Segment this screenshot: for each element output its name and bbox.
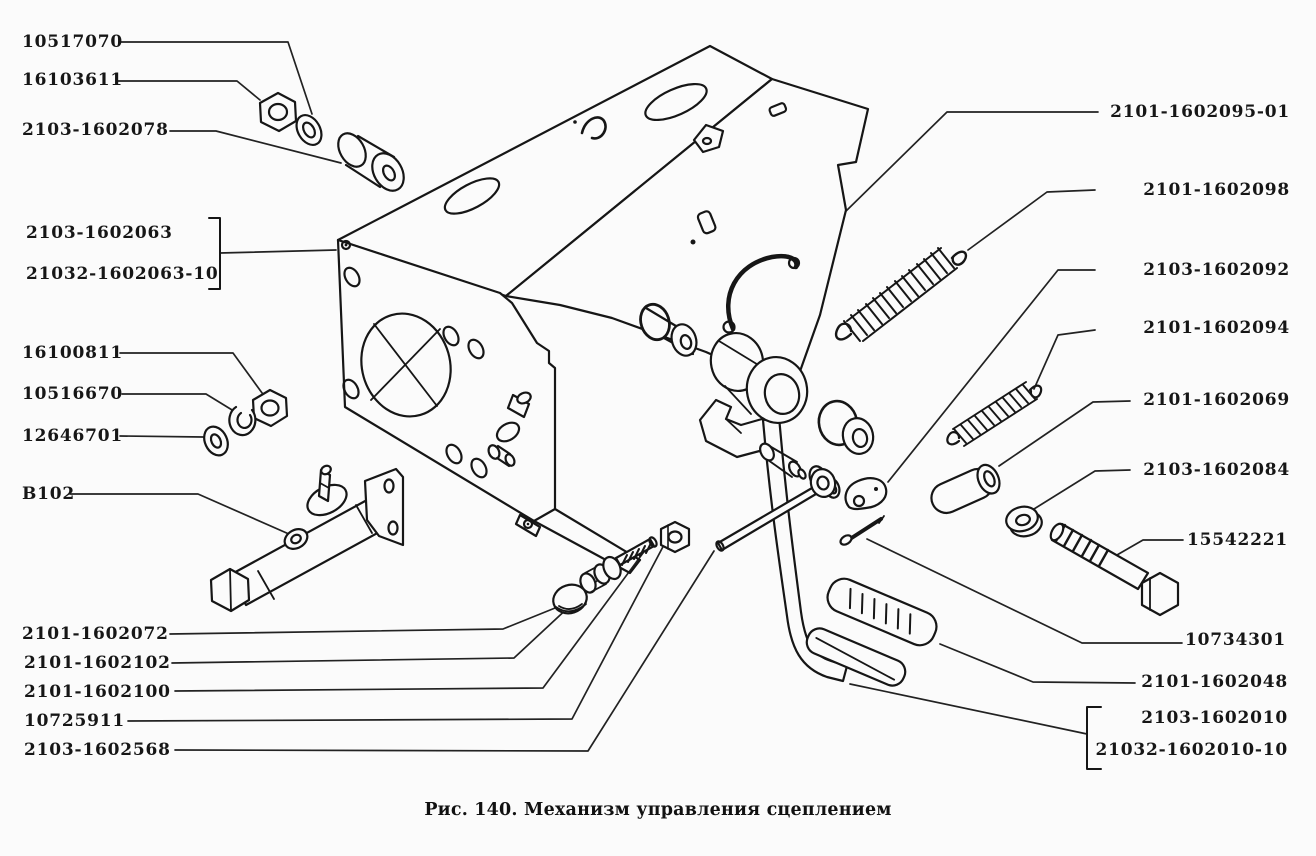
part-label-10734301: 10734301	[1184, 630, 1286, 650]
washer-10517070	[295, 113, 323, 147]
part-label-10516670: 10516670	[22, 384, 124, 404]
part-label-2101-1602102: 2101-1602102	[24, 653, 171, 673]
part-label-2103-1602010: 2103-1602010	[1141, 708, 1288, 728]
part-label-2103-1602078: 2103-1602078	[22, 120, 169, 140]
part-label-10725911: 10725911	[24, 711, 126, 731]
part-label-16100811: 16100811	[22, 343, 124, 363]
nut-10725911	[659, 520, 691, 554]
pivot-bolt-15542221	[1049, 522, 1180, 617]
part-label-21032-1602063-10: 21032-1602063-10	[26, 264, 219, 284]
spring-clip-tab	[692, 123, 725, 154]
part-label-2101-1602048: 2101-1602048	[1141, 672, 1288, 692]
part-label-2103-1602568: 2103-1602568	[24, 740, 171, 760]
pedal-pad-rubber	[826, 577, 938, 647]
bolt-2101-1602100	[614, 536, 658, 567]
label-brace-right	[1086, 706, 1102, 770]
part-label-12646701: 12646701	[22, 426, 124, 446]
servo-spring-hook	[722, 253, 801, 334]
cylinder-mount-hole	[360, 312, 452, 418]
pedal-bracket	[336, 44, 870, 575]
part-label-2101-1602069: 2101-1602069	[1143, 390, 1290, 410]
link-plate	[844, 477, 888, 511]
part-label-16103611: 16103611	[22, 70, 124, 90]
pushrod	[715, 468, 837, 552]
figure-caption: Рис. 140. Механизм управления сцеплением	[424, 800, 892, 820]
pedal-arm	[761, 415, 849, 683]
dome-cap-2101-1602072	[552, 583, 588, 615]
pedal-hub	[709, 332, 809, 424]
pivot-bushing-left	[639, 302, 698, 357]
nut-16100811	[251, 388, 289, 428]
spacer-tube-2101-1602069	[930, 463, 1001, 515]
part-label-15542221: 15542221	[1186, 530, 1288, 550]
part-label-2101-1602100: 2101-1602100	[24, 682, 171, 702]
part-label-2103-1602084: 2103-1602084	[1143, 460, 1290, 480]
part-label-2101-1602095-01: 2101-1602095-01	[1110, 102, 1290, 122]
nut-16103611	[258, 91, 298, 133]
part-label-B102: В102	[22, 484, 76, 504]
washer-2103-1602084	[1005, 505, 1043, 538]
wire-hook-cutout	[580, 116, 607, 140]
return-spring-large	[834, 247, 968, 342]
spring-small	[946, 381, 1043, 447]
pivot-bushing-right	[817, 399, 875, 455]
part-label-10517070: 10517070	[22, 32, 124, 52]
part-label-2101-1602072: 2101-1602072	[22, 624, 169, 644]
side-port	[283, 528, 309, 550]
part-label-2101-1602098: 2101-1602098	[1143, 180, 1290, 200]
pedal-plate	[805, 627, 907, 687]
part-label-2103-1602092: 2103-1602092	[1143, 260, 1290, 280]
part-label-2101-1602094: 2101-1602094	[1143, 318, 1290, 338]
label-brace-left	[208, 217, 221, 290]
lock-washer-10516670	[228, 405, 257, 437]
cotter-pin	[839, 515, 885, 546]
bushing-2103-1602078	[337, 132, 405, 192]
master-cylinder	[209, 464, 405, 613]
sleeve-washer-2101-1602102	[579, 555, 622, 594]
washer-12646701	[203, 425, 229, 457]
hub-pin	[759, 442, 807, 480]
part-label-21032-1602010-10: 21032-1602010-10	[1095, 740, 1288, 760]
part-label-2103-1602063: 2103-1602063	[26, 223, 173, 243]
